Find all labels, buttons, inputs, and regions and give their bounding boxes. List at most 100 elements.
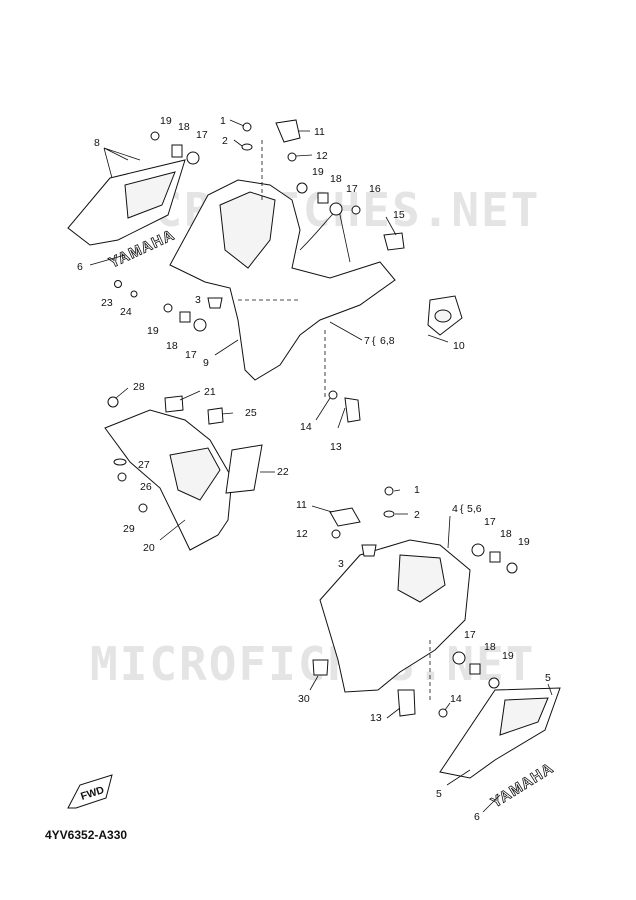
callout-17: 17 [185, 349, 197, 361]
leader-12-top [295, 154, 313, 157]
callout-17: 17 [484, 516, 496, 528]
callout-2: 2 [222, 135, 228, 147]
callout-3: 3 [195, 294, 201, 306]
bolt-19-right [506, 562, 518, 574]
bolt-16 [351, 205, 361, 215]
callout-4-brace: { [460, 503, 464, 515]
callout-23: 23 [101, 297, 113, 309]
callout-7-sub: 6,8 [380, 335, 395, 347]
leader-9 [214, 339, 239, 356]
collar-18-lower [469, 663, 481, 675]
callout-labels: 19 18 17 1 2 11 12 8 19 18 17 16 15 6 23… [77, 115, 551, 823]
bolt-19-lower [488, 677, 500, 689]
callout-26: 26 [140, 481, 152, 493]
inner-panel-20 [104, 409, 233, 551]
screw-26 [117, 472, 127, 482]
bolt-12-bottom [331, 529, 341, 539]
callout-5: 5 [436, 788, 442, 800]
leader-7 [329, 321, 363, 341]
bolt-14-bottom [438, 708, 448, 718]
callout-8: 8 [94, 137, 100, 149]
callout-19: 19 [502, 650, 514, 662]
bolt-12-top [287, 152, 297, 162]
callout-2: 2 [414, 509, 420, 521]
leader-25 [221, 412, 234, 415]
nut-3-top [207, 297, 223, 309]
callout-14: 14 [300, 421, 312, 433]
callout-18: 18 [178, 121, 190, 133]
callout-9: 9 [203, 357, 209, 369]
fwd-arrow-shape [67, 774, 113, 809]
callout-27: 27 [138, 459, 150, 471]
callout-1: 1 [414, 484, 420, 496]
callout-15: 15 [393, 209, 405, 221]
leader-10 [427, 334, 449, 343]
leader-lines [89, 119, 553, 813]
clip-21 [164, 395, 184, 413]
bolt-19-low [163, 303, 173, 313]
callout-14: 14 [450, 693, 462, 705]
collar-18-mid [317, 192, 329, 204]
leader-11-bottom [311, 505, 333, 513]
collar-18-top [171, 144, 183, 158]
callout-4-sub: 5,6 [467, 503, 482, 515]
washer-27 [113, 458, 127, 466]
callout-13: 13 [370, 712, 382, 724]
grommet-17-lower [452, 651, 466, 665]
grommet-17-top [186, 151, 200, 165]
leader-5-left [446, 769, 471, 786]
stay-11-bottom [329, 507, 361, 527]
callout-12: 12 [316, 150, 328, 162]
leader-6-top [89, 254, 126, 266]
callout-22: 22 [277, 466, 289, 478]
decal-inner-left [124, 171, 176, 219]
leader-14-bottom [444, 702, 451, 711]
callout-17: 17 [464, 629, 476, 641]
leader-30 [309, 675, 319, 691]
callout-18: 18 [166, 340, 178, 352]
callout-28: 28 [133, 381, 145, 393]
leader-8 [103, 147, 141, 179]
callout-21: 21 [204, 386, 216, 398]
stay-13-bottom [397, 689, 416, 717]
watermark-bottom: MICROFICHES.NET [90, 637, 535, 691]
leader-15 [385, 216, 397, 236]
leader-2-top [233, 139, 243, 147]
diagram-code: 4YV6352-A330 [45, 828, 127, 842]
bolt-14-top [328, 390, 338, 400]
callout-19: 19 [147, 325, 159, 337]
callout-11: 11 [296, 499, 307, 511]
callout-20: 20 [143, 542, 155, 554]
lower-cowling-opening [397, 554, 446, 603]
leader-4 [447, 515, 451, 549]
collar-18-low [179, 311, 191, 323]
nut-3-bottom [361, 544, 377, 557]
top-cowling-assembly: YAMAHA [67, 119, 463, 423]
callout-7: 7 [364, 335, 370, 347]
screw-23 [114, 280, 122, 288]
inner-panel-recess [169, 447, 221, 501]
callout-12: 12 [296, 528, 308, 540]
callout-19: 19 [518, 536, 530, 548]
callout-6: 6 [77, 261, 83, 273]
callout-18: 18 [330, 173, 342, 185]
callout-17: 17 [196, 129, 208, 141]
nut-25 [207, 407, 224, 425]
screw-29 [138, 503, 148, 513]
callout-3: 3 [338, 558, 344, 570]
leader-20 [159, 519, 186, 541]
cowling-opening [219, 191, 276, 269]
nut-30 [312, 659, 329, 676]
leader-6-bottom [482, 794, 501, 813]
brand-decal-right: YAMAHA [488, 760, 557, 812]
decal-inner-right [499, 697, 549, 736]
cover-22 [225, 444, 263, 494]
stay-13-top [344, 397, 361, 423]
callout-16: 16 [369, 183, 381, 195]
callout-18: 18 [500, 528, 512, 540]
leader-28 [115, 387, 129, 399]
callout-7-brace: { [372, 335, 376, 347]
leader-1-top [229, 119, 245, 127]
leader-21 [179, 390, 201, 401]
